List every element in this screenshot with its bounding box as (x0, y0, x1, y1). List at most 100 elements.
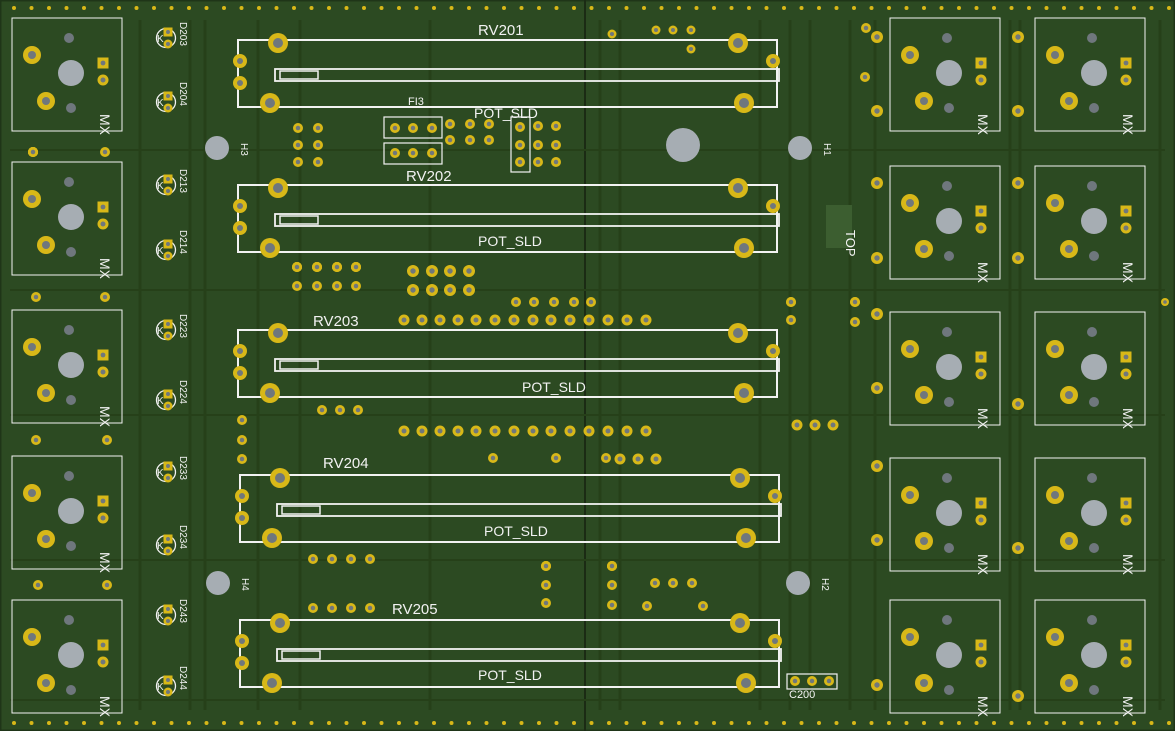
slider-knob (281, 505, 321, 515)
switch-peg-hole (1087, 181, 1097, 191)
drill-hole (553, 142, 559, 148)
drill-hole (334, 264, 340, 270)
drill-hole (978, 354, 984, 360)
key-switch-right-b-4: MX (1034, 457, 1146, 576)
switch-outline (1034, 457, 1146, 572)
edge-via (12, 721, 16, 725)
key-switch-right-b-3: MX (1034, 311, 1146, 430)
drill-hole (100, 60, 106, 66)
drill-hole (353, 283, 359, 289)
drill-hole (166, 690, 170, 694)
drill-hole (788, 317, 794, 323)
edge-via (677, 721, 681, 725)
drill-hole (237, 203, 243, 209)
fuse-outline (383, 142, 443, 165)
edge-via (134, 721, 139, 725)
edge-via (467, 721, 471, 725)
drill-hole (906, 345, 914, 353)
drill-hole (239, 456, 245, 462)
mounting-hole-drill (788, 136, 812, 160)
switch-center-hole (58, 498, 84, 524)
edge-via (554, 6, 559, 10)
edge-via (1079, 6, 1084, 10)
drill-hole (1123, 225, 1129, 231)
drill-hole (166, 678, 170, 682)
drill-hole (310, 556, 316, 562)
switch-label: MX (1120, 114, 1136, 136)
drill-hole (166, 242, 170, 246)
edge-via (257, 721, 261, 725)
drill-hole (455, 317, 461, 323)
drill-hole (473, 428, 479, 434)
drill-hole (920, 245, 928, 253)
edge-via (379, 6, 384, 10)
drill-hole (670, 27, 676, 33)
drill-hole (419, 317, 425, 323)
drill-hole (1123, 60, 1129, 66)
switch-peg-hole (64, 325, 74, 335)
drill-hole (874, 311, 880, 317)
switch-peg-hole (942, 615, 952, 625)
drill-hole (1065, 537, 1073, 545)
drill-hole (689, 580, 695, 586)
drill-hole (812, 422, 818, 428)
mounting-hole-label: H3 (238, 143, 249, 156)
switch-peg-hole (944, 397, 954, 407)
drill-hole (295, 159, 301, 165)
drill-hole (605, 317, 611, 323)
edge-via (589, 6, 594, 10)
edge-via (607, 721, 611, 725)
edge-via (257, 6, 261, 10)
slider-value-label: POT_SLD (484, 523, 548, 539)
edge-via (834, 721, 839, 725)
drill-hole (166, 254, 170, 258)
drill-hole (447, 268, 453, 274)
drill-hole (100, 352, 106, 358)
drill-hole (314, 264, 320, 270)
switch-label: MX (97, 696, 113, 718)
mounting-hole-h2: H2 (786, 571, 830, 595)
drill-hole (1015, 545, 1021, 551)
edge-via (1097, 6, 1101, 10)
drill-hole (511, 317, 517, 323)
switch-label: MX (97, 406, 113, 428)
switch-peg-hole (66, 247, 76, 257)
drill-hole (237, 58, 243, 64)
drill-hole (315, 142, 321, 148)
slider-knob (279, 70, 319, 80)
drill-hole (978, 517, 984, 523)
drill-hole (42, 241, 50, 249)
slider-knob (281, 650, 321, 660)
edge-via (1114, 721, 1119, 725)
drill-hole (874, 34, 880, 40)
drill-hole (237, 370, 243, 376)
slider-rv201: RV201 (233, 22, 780, 113)
switch-center-hole (1081, 500, 1107, 526)
drill-hole (104, 582, 110, 588)
switch-outline (11, 161, 123, 276)
drill-hole (166, 392, 170, 396)
edge-via (572, 721, 576, 725)
drill-hole (239, 437, 245, 443)
slider-track (276, 503, 782, 517)
drill-hole (1065, 245, 1073, 253)
drill-hole (733, 183, 743, 193)
drill-hole (535, 142, 541, 148)
edge-via (222, 6, 226, 10)
edge-via (222, 721, 226, 725)
drill-hole (1015, 34, 1021, 40)
drill-hole (809, 678, 815, 684)
drill-hole (826, 678, 832, 684)
drill-hole (535, 159, 541, 165)
drill-hole (267, 533, 277, 543)
edge-via (887, 6, 891, 10)
drill-hole (490, 455, 496, 461)
edge-via (764, 721, 769, 725)
drill-hole (35, 582, 41, 588)
drill-hole (571, 299, 577, 305)
edge-via (502, 6, 506, 10)
drill-hole (874, 108, 880, 114)
drill-hole (688, 46, 694, 52)
